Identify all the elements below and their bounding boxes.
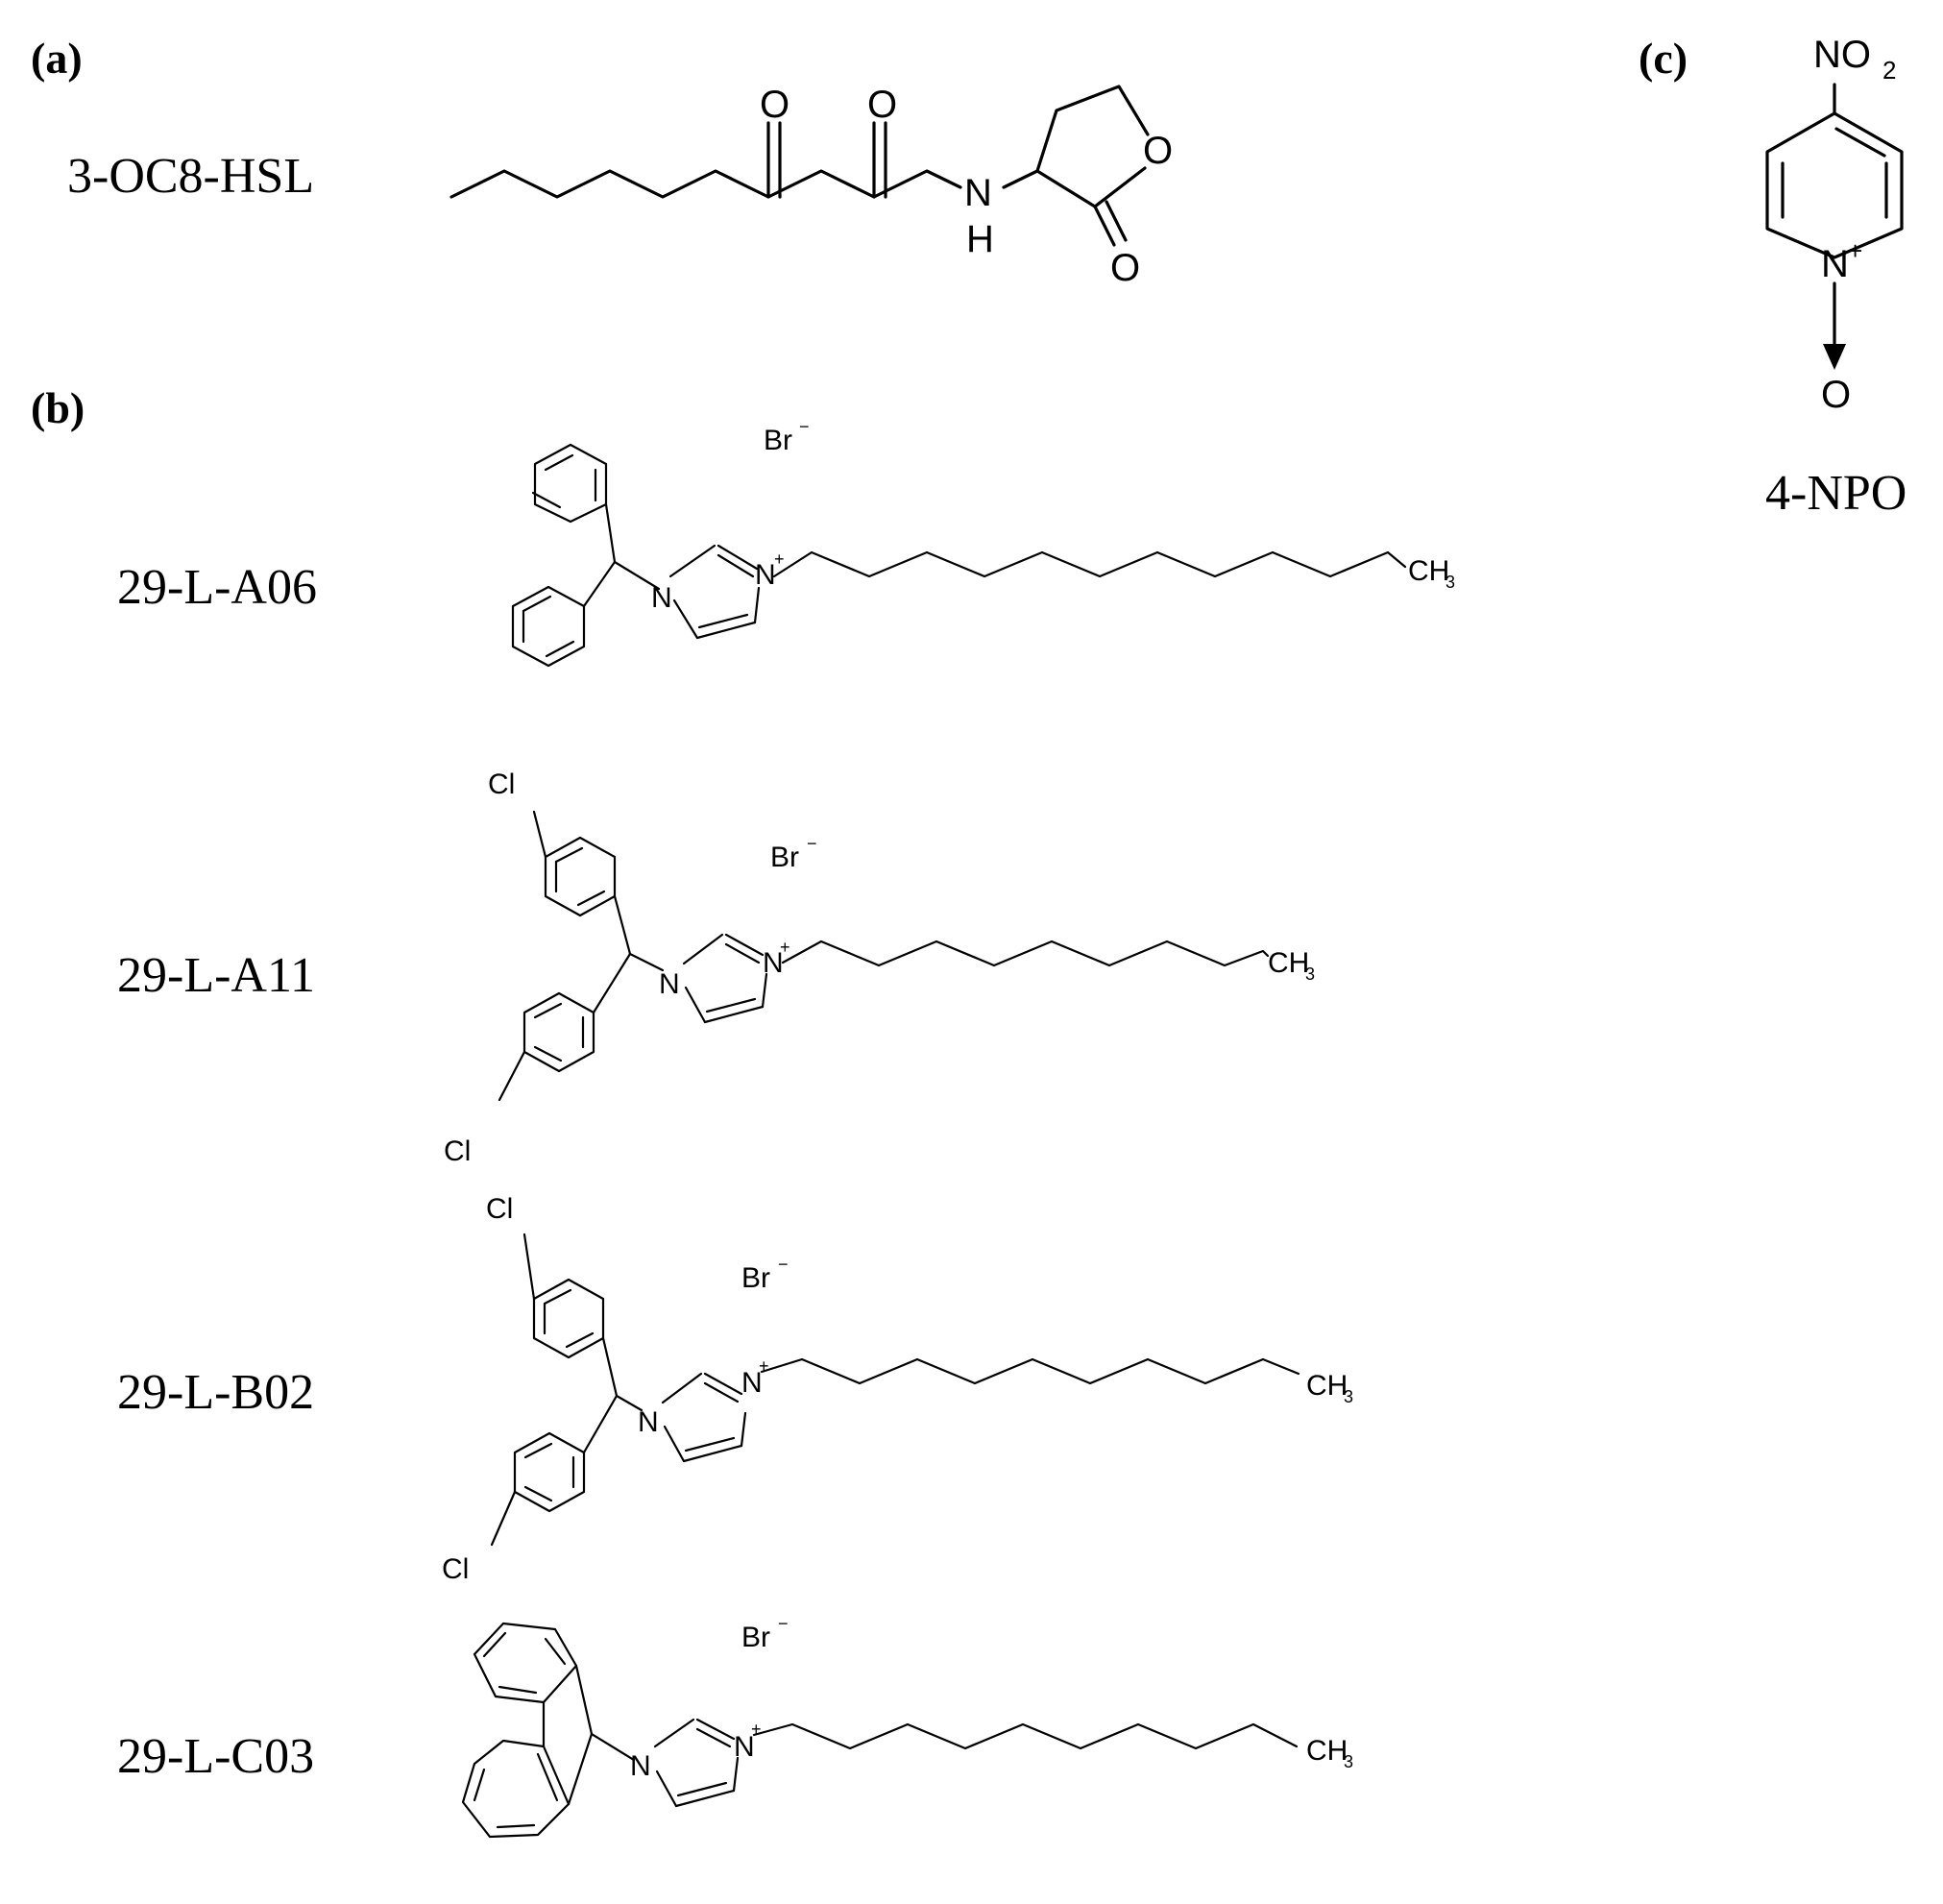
counter-ion: Br	[741, 1622, 770, 1653]
structure-4-npo: NO 2 N + O	[1765, 34, 1904, 416]
panel-c: (c) 4-NPO NO 2 N + O	[1639, 34, 1907, 521]
terminal-methyl-subscript: 3	[1344, 1387, 1353, 1406]
atom-o-oxide: O	[1821, 374, 1851, 416]
atom-o-keto: O	[760, 84, 789, 126]
structure-3-oc8-hsl: O O N H O O	[449, 84, 1173, 289]
panel-a-label: (a)	[31, 34, 83, 83]
compound-name-3-oc8-hsl: 3-OC8-HSL	[67, 149, 314, 204]
terminal-methyl-subscript: 3	[1305, 964, 1315, 984]
panel-c-label: (c)	[1639, 34, 1688, 83]
atom-n3: N	[755, 559, 776, 591]
atom-o-lactone-carbonyl: O	[1110, 247, 1140, 289]
terminal-methyl-subscript: 3	[1445, 573, 1455, 592]
compound-name: 29-L-B02	[117, 1365, 314, 1420]
no2-subscript: 2	[1882, 56, 1896, 85]
panel-b: (b) 29-L-A06	[31, 383, 1455, 1839]
atom-n3: N	[734, 1731, 755, 1763]
counter-ion-charge: −	[778, 1255, 789, 1274]
atom-n1: N	[651, 582, 672, 614]
atom-n-amide: N	[964, 172, 992, 214]
compound-29-l-b02: 29-L-B02 C	[117, 1193, 1353, 1585]
atom-cl-top: Cl	[488, 769, 515, 800]
compound-name: 29-L-A11	[117, 948, 315, 1003]
atom-n1: N	[638, 1406, 659, 1438]
atom-cl-top: Cl	[486, 1193, 513, 1225]
terminal-methyl: CH	[1306, 1370, 1348, 1402]
compound-29-l-a11: 29-L-A11 C	[117, 769, 1315, 1167]
atom-cl-bottom: Cl	[442, 1553, 469, 1585]
atom-no2: NO	[1813, 34, 1871, 76]
counter-ion: Br	[741, 1262, 770, 1294]
atom-n1: N	[659, 968, 680, 1000]
counter-ion-charge: −	[807, 834, 817, 853]
panel-b-label: (b)	[31, 383, 85, 432]
n-ring-charge: +	[1848, 236, 1862, 265]
atom-n3: N	[741, 1367, 763, 1399]
atom-o-amide: O	[867, 84, 897, 126]
atom-n1: N	[630, 1750, 651, 1782]
terminal-methyl: CH	[1306, 1735, 1348, 1767]
terminal-methyl-subscript: 3	[1344, 1752, 1353, 1771]
terminal-methyl: CH	[1268, 947, 1309, 979]
compound-29-l-c03: 29-L-C03 N	[117, 1614, 1353, 1839]
n3-charge: +	[780, 938, 790, 957]
atom-cl-bottom: Cl	[444, 1135, 471, 1167]
atom-h-amide: H	[966, 218, 994, 260]
counter-ion: Br	[764, 425, 792, 456]
counter-ion: Br	[770, 842, 799, 873]
atom-o-ring: O	[1143, 130, 1173, 172]
n3-charge: +	[759, 1356, 769, 1376]
compound-29-l-a06: 29-L-A06 N N	[117, 417, 1455, 668]
compound-name: 29-L-C03	[117, 1729, 314, 1784]
terminal-methyl: CH	[1408, 555, 1449, 587]
compound-name: 29-L-A06	[117, 560, 317, 615]
n3-charge: +	[751, 1720, 762, 1739]
n3-charge: +	[774, 549, 785, 569]
atom-n-ring: N	[1821, 243, 1849, 285]
compound-name-4-npo: 4-NPO	[1765, 466, 1907, 521]
counter-ion-charge: −	[778, 1614, 789, 1633]
atom-n3: N	[763, 947, 784, 979]
counter-ion-charge: −	[799, 417, 810, 436]
panel-a: (a) 3-OC8-HSL O O N H O O	[31, 34, 1173, 289]
